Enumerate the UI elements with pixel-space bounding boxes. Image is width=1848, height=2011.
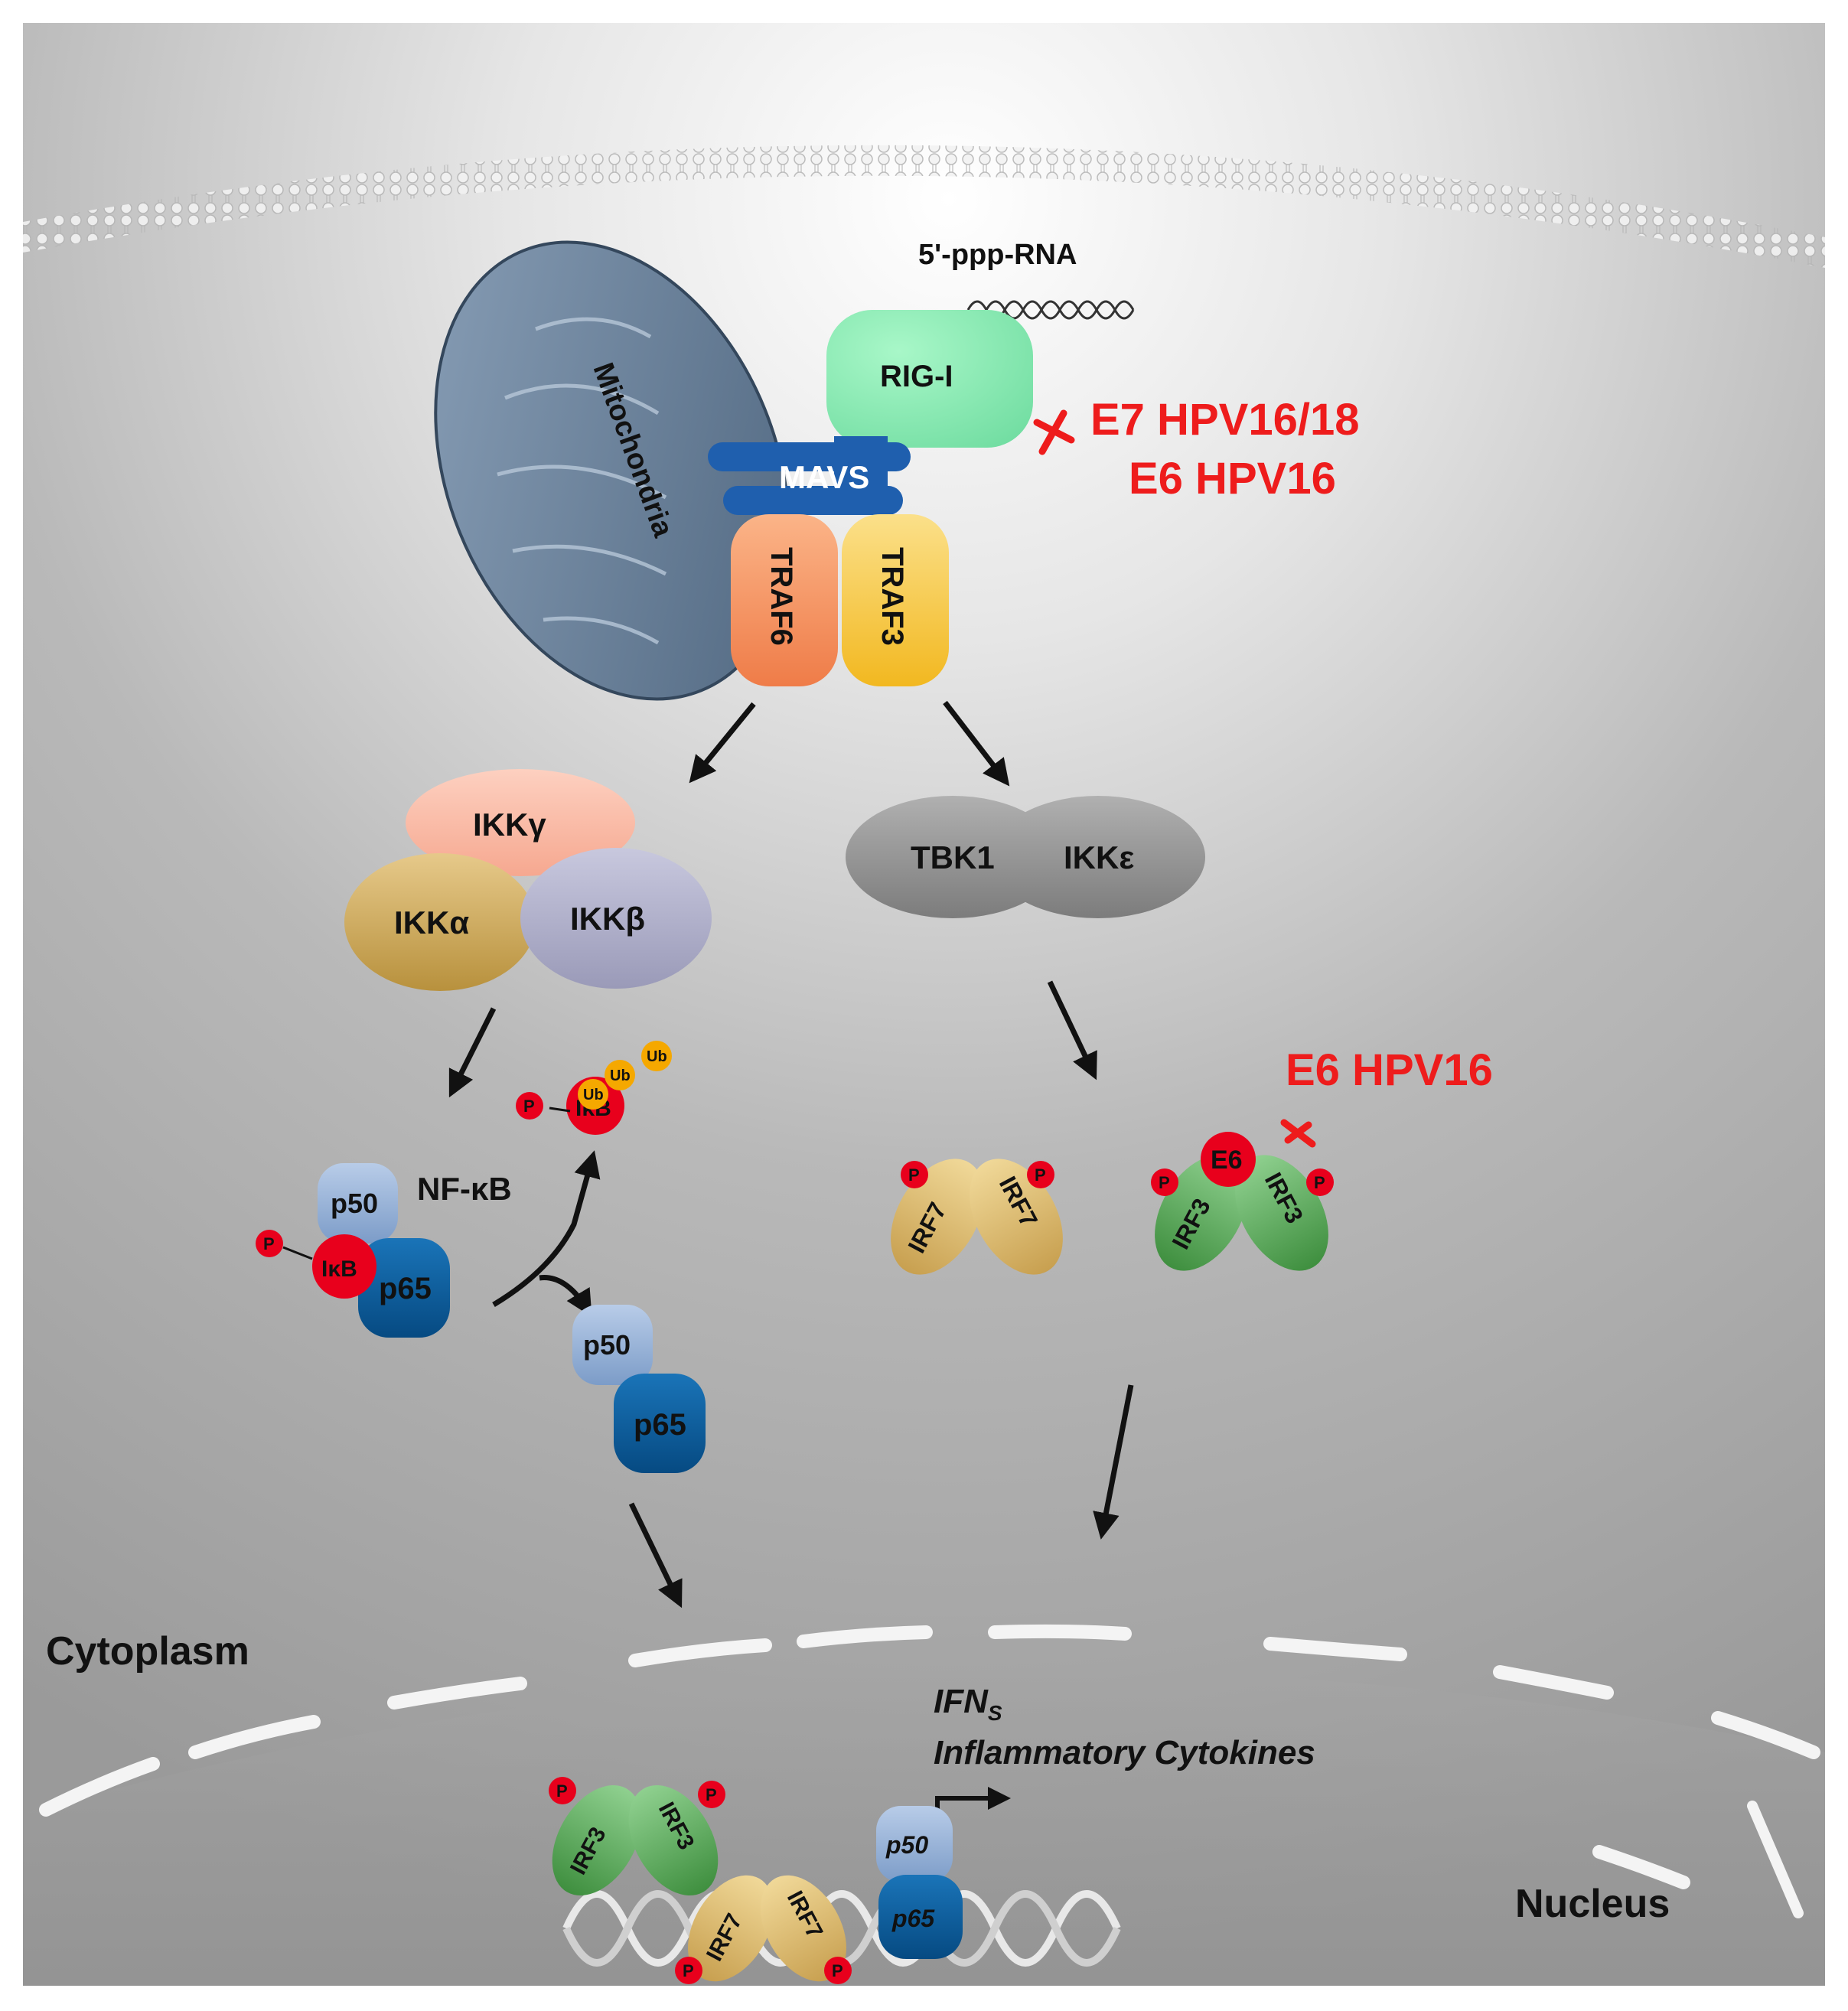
arrow-nfkb-to-nucleus [628,1502,683,1608]
p50-protein-complex [318,1163,398,1243]
ikk-gamma-protein [406,769,635,876]
rig-i-protein [826,310,1033,448]
p50-protein-nuclear [876,1806,953,1882]
ifns-label: IFNS [934,1683,1002,1725]
svg-text:P: P [832,1961,843,1980]
inhibitor-e6-hpv16-rig: E6 HPV16 [1129,454,1336,504]
svg-text:P: P [706,1785,717,1804]
p65-label-nuclear: p65 [891,1905,935,1932]
inhibition-symbol-rig-i [1033,409,1075,455]
traf6-protein [731,514,838,686]
irf3-dimer: IRF3 IRF3 P P E6 [1151,1132,1334,1271]
mavs-label: MAVS [779,459,869,495]
irf7-dimer: IRF7 IRF7 P P [891,1159,1063,1275]
p65-label-free: p65 [634,1408,686,1442]
inflammatory-cytokines-label: Inflammatory Cytokines [934,1734,1315,1771]
svg-text:P: P [1035,1165,1046,1185]
mitochondria: Mitochondria [434,240,790,701]
nucleus-label: Nucleus [1515,1882,1670,1926]
irf7-dimer-nuclear: IRF7 IRF7 P P [675,1875,852,1984]
tbk1-label: TBK1 [911,839,995,875]
svg-text:P: P [556,1781,568,1801]
svg-text:P: P [908,1165,920,1185]
svg-text:P: P [523,1097,535,1116]
ubiquitinated-ikb: IκB P Ub Ub Ub [516,1041,672,1135]
arrow-ikk-to-nfkb [448,1007,497,1098]
ikb-label-bound: IκB [321,1256,357,1282]
arrow-traf-to-tbk1 [943,700,1010,787]
svg-text:P: P [1314,1173,1325,1192]
p50-label-complex: p50 [331,1188,378,1219]
svg-text:Ub: Ub [610,1067,631,1084]
inhibitor-e6-hpv16-irf3: E6 HPV16 [1286,1045,1493,1095]
p65-protein-free [614,1374,706,1473]
ikk-beta-label: IKKβ [570,901,645,937]
traf3-label: TRAF3 [875,547,909,646]
traf3-protein [842,514,949,686]
e6-protein-label: E6 [1211,1146,1243,1175]
svg-text:P: P [263,1234,275,1253]
ikk-gamma-label: IKKγ [473,807,546,843]
p65-label-complex: p65 [379,1272,432,1305]
ikk-epsilon-label: IKKε [1064,839,1134,875]
p50-label-nuclear: p50 [885,1831,928,1859]
cytoplasm-label: Cytoplasm [46,1629,249,1674]
ikk-epsilon-protein [991,796,1205,918]
rig-i-label: RIG-I [880,360,953,393]
p65-protein-nuclear [878,1875,963,1959]
irf3-dimer-nuclear: IRF3 IRF3 P P [549,1777,725,1896]
rna-label: 5'-ppp-RNA [918,239,1077,271]
ikk-alpha-label: IKKα [394,904,469,940]
nuclear-envelope [39,1624,1820,1889]
inhibitor-e7-hpv16-18: E7 HPV16/18 [1090,395,1359,445]
arrow-tbk1-to-irf [1047,980,1097,1080]
mavs-protein [708,436,911,515]
svg-text:P: P [683,1961,694,1980]
e6-protein [1201,1132,1256,1187]
arrow-irf-to-nucleus [1093,1384,1134,1540]
ikb-bound: IκB P [256,1230,376,1299]
ikk-alpha-protein [344,853,536,991]
p50-label-free: p50 [583,1329,631,1361]
nfkb-label: NF-κB [417,1171,512,1207]
plasma-membrane [23,145,1825,268]
p65-protein-complex [358,1238,450,1338]
ikk-beta-protein [520,848,712,989]
svg-text:Ub: Ub [647,1048,667,1065]
svg-text:P: P [1159,1173,1170,1192]
p50-protein-free [572,1305,653,1385]
svg-text:Ub: Ub [583,1087,604,1103]
traf6-label: TRAF6 [764,547,798,646]
arrow-ikb-release [492,1150,601,1318]
inhibition-symbol-irf3 [1280,1119,1316,1148]
arrow-traf-to-ikk [689,702,756,784]
